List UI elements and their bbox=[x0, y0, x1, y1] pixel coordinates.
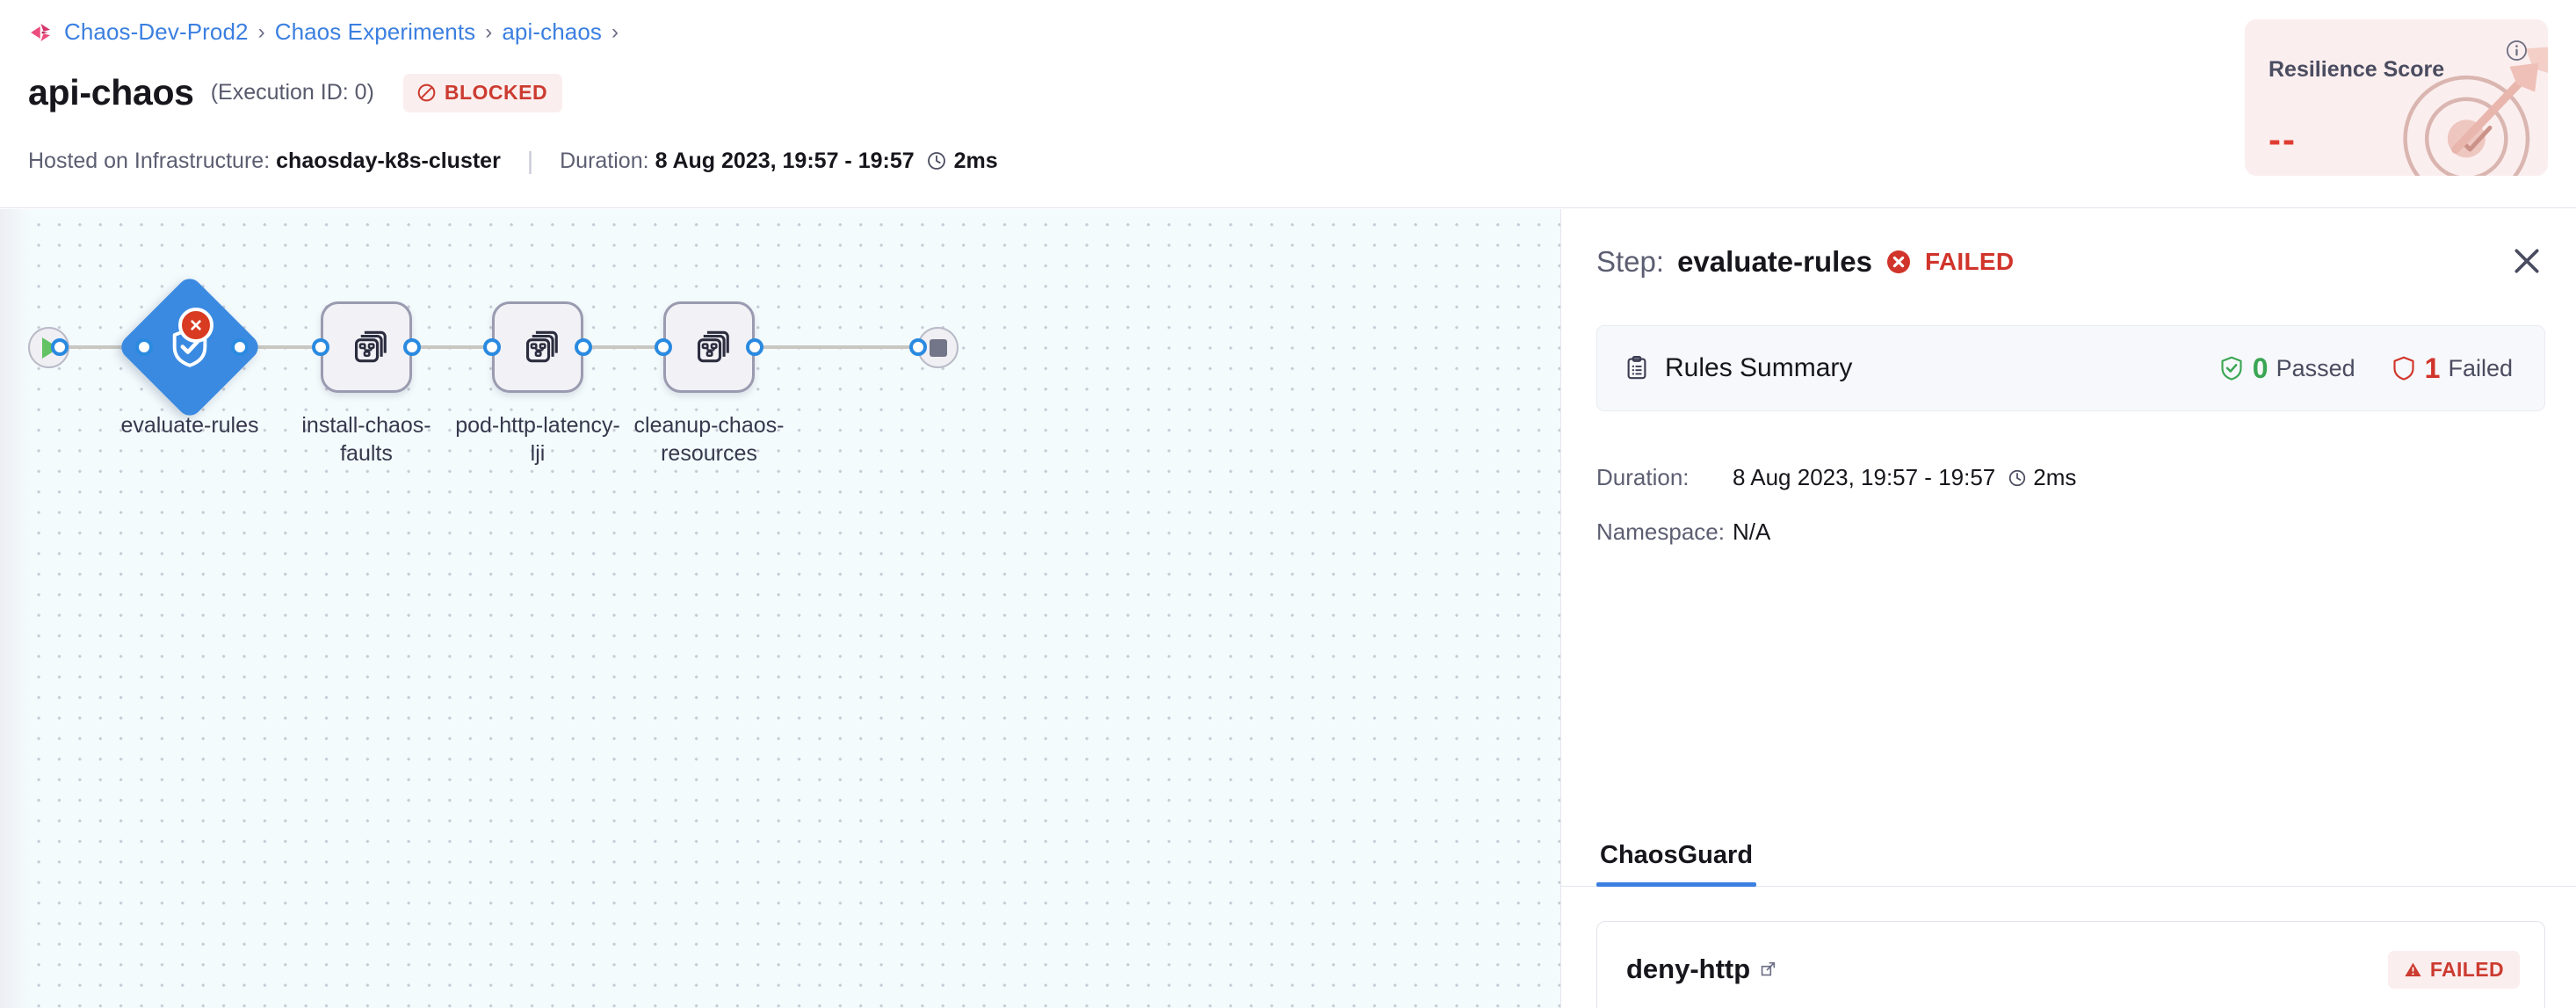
node-label-pod-http-latency: pod-http-latency-lji bbox=[455, 413, 620, 466]
port-pod-http-out[interactable] bbox=[575, 338, 592, 356]
rules-failed-label: Failed bbox=[2448, 354, 2513, 381]
duration-key: Duration: bbox=[560, 148, 649, 173]
edge-pod-http-to-cleanup bbox=[532, 345, 751, 349]
chaos-fault-icon bbox=[525, 330, 558, 363]
port-cleanup-out[interactable] bbox=[746, 338, 763, 356]
breadcrumb-item-experiments[interactable]: Chaos Experiments bbox=[274, 18, 476, 45]
meta-divider: | bbox=[526, 147, 534, 174]
panel-tabs: ChaosGuard bbox=[1561, 824, 2576, 887]
close-icon[interactable] bbox=[2510, 244, 2543, 278]
external-link-icon[interactable] bbox=[1758, 960, 1777, 979]
rules-summary-stats: 0 Passed 1 Failed bbox=[2218, 352, 2513, 385]
rule-card-deny-http: deny-http FAILED bbox=[1596, 921, 2545, 1008]
warning-triangle-icon bbox=[2405, 962, 2421, 976]
breadcrumb: Chaos-Dev-Prod2 › Chaos Experiments › ap… bbox=[28, 18, 619, 46]
rule-card-header: deny-http FAILED bbox=[1626, 946, 2520, 992]
node-cleanup-chaos-resources[interactable] bbox=[663, 301, 755, 393]
port-start-out[interactable] bbox=[51, 338, 69, 356]
shield-check-icon bbox=[2221, 356, 2242, 381]
page-header: Chaos-Dev-Prod2 › Chaos Experiments › ap… bbox=[0, 0, 2576, 208]
pipeline-canvas[interactable]: evaluate-rules install-chaos-faults bbox=[0, 209, 1560, 1008]
status-badge: BLOCKED bbox=[402, 73, 563, 112]
panel-namespace-row: Namespace: N/A bbox=[1596, 519, 1770, 546]
edge-cleanup-to-end bbox=[703, 345, 914, 349]
port-end-in[interactable] bbox=[909, 338, 927, 356]
stop-icon bbox=[929, 338, 947, 357]
error-x-icon bbox=[191, 320, 201, 330]
rules-passed-stat: 0 Passed bbox=[2218, 352, 2355, 385]
rules-passed-count: 0 bbox=[2252, 352, 2268, 384]
chaos-fault-icon bbox=[354, 330, 387, 363]
panel-duration-row: Duration: 8 Aug 2023, 19:57 - 19:57 2ms bbox=[1596, 464, 2076, 491]
node-error-badge[interactable] bbox=[178, 308, 213, 343]
tab-chaosguard[interactable]: ChaosGuard bbox=[1596, 824, 1757, 887]
execution-id-label: (Execution ID: 0) bbox=[210, 80, 374, 105]
breadcrumb-separator: › bbox=[257, 19, 265, 44]
tab-chaosguard-label: ChaosGuard bbox=[1600, 841, 1754, 869]
shield-outline-icon bbox=[2393, 356, 2414, 381]
breadcrumb-separator-trailing: › bbox=[611, 19, 619, 44]
header-meta: Hosted on Infrastructure: chaosday-k8s-c… bbox=[28, 147, 998, 175]
panel-namespace-value: N/A bbox=[1733, 519, 1771, 545]
step-status-label: FAILED bbox=[1925, 248, 2015, 275]
step-details-panel: Step: evaluate-rules FAILED bbox=[1560, 209, 2576, 1008]
rules-summary-title-group: Rules Summary bbox=[1624, 353, 1852, 383]
duration-value: 8 Aug 2023, 19:57 - 19:57 bbox=[655, 148, 915, 173]
node-pod-http-latency[interactable] bbox=[492, 301, 583, 393]
error-circle-icon bbox=[1887, 250, 1911, 273]
breadcrumb-item-project[interactable]: Chaos-Dev-Prod2 bbox=[64, 18, 249, 45]
node-label-install-chaos-faults: install-chaos-faults bbox=[301, 413, 431, 466]
info-circle-icon[interactable] bbox=[2505, 39, 2529, 62]
rule-name-group: deny-http bbox=[1626, 954, 1777, 985]
rules-summary-card: Rules Summary 0 Passed 1 Failed bbox=[1596, 325, 2545, 411]
step-prefix-label: Step: bbox=[1596, 245, 1665, 278]
rules-failed-count: 1 bbox=[2424, 352, 2441, 384]
port-install-out[interactable] bbox=[403, 338, 421, 356]
rule-name: deny-http bbox=[1626, 954, 1751, 984]
panel-duration-value: 8 Aug 2023, 19:57 - 19:57 bbox=[1733, 464, 1996, 490]
breadcrumb-separator: › bbox=[485, 19, 493, 44]
rule-status-label: FAILED bbox=[2429, 957, 2504, 981]
infrastructure-key: Hosted on Infrastructure: bbox=[28, 148, 271, 173]
node-label-cleanup-chaos-resources: cleanup-chaos-resources bbox=[633, 413, 785, 466]
chaos-fault-icon bbox=[697, 330, 729, 363]
harness-chaos-logo-icon bbox=[31, 23, 50, 41]
title-row: api-chaos (Execution ID: 0) BLOCKED bbox=[28, 72, 563, 113]
page-title: api-chaos bbox=[28, 72, 194, 112]
port-pod-http-in[interactable] bbox=[483, 338, 501, 356]
infrastructure-value: chaosday-k8s-cluster bbox=[276, 148, 501, 173]
node-install-chaos-faults[interactable] bbox=[321, 301, 412, 393]
rules-summary-title: Rules Summary bbox=[1665, 353, 1853, 382]
duration-elapsed: 2ms bbox=[953, 148, 998, 173]
port-evaluate-rules-out[interactable] bbox=[231, 338, 249, 356]
rule-status-badge: FAILED bbox=[2387, 950, 2520, 989]
panel-header: Step: evaluate-rules FAILED bbox=[1561, 209, 2576, 315]
clock-icon bbox=[2009, 469, 2026, 486]
panel-namespace-key: Namespace: bbox=[1596, 519, 1725, 545]
port-evaluate-rules-in[interactable] bbox=[135, 338, 153, 356]
target-dart-icon bbox=[2403, 47, 2548, 176]
resilience-score-value: -- bbox=[2268, 119, 2297, 160]
pipeline-flow: evaluate-rules install-chaos-faults bbox=[0, 209, 1560, 1008]
resilience-score-card: Resilience Score -- bbox=[2245, 19, 2548, 176]
resilience-score-title: Resilience Score bbox=[2268, 57, 2445, 82]
breadcrumb-item-experiment[interactable]: api-chaos bbox=[502, 18, 602, 45]
panel-header-title-group: Step: evaluate-rules FAILED bbox=[1596, 245, 2014, 279]
status-badge-label: BLOCKED bbox=[444, 80, 548, 104]
clock-icon bbox=[927, 152, 945, 170]
ban-icon bbox=[417, 83, 436, 101]
port-cleanup-in[interactable] bbox=[655, 338, 672, 356]
panel-duration-key: Duration: bbox=[1596, 464, 1690, 490]
port-install-in[interactable] bbox=[312, 338, 329, 356]
panel-duration-elapsed: 2ms bbox=[2033, 464, 2077, 490]
rules-failed-stat: 1 Failed bbox=[2391, 352, 2513, 385]
edge-install-to-pod-http bbox=[360, 345, 580, 349]
step-name: evaluate-rules bbox=[1677, 245, 1873, 278]
rules-passed-label: Passed bbox=[2276, 354, 2355, 381]
node-label-evaluate-rules: evaluate-rules bbox=[120, 413, 259, 438]
clipboard-icon bbox=[1627, 355, 1646, 380]
